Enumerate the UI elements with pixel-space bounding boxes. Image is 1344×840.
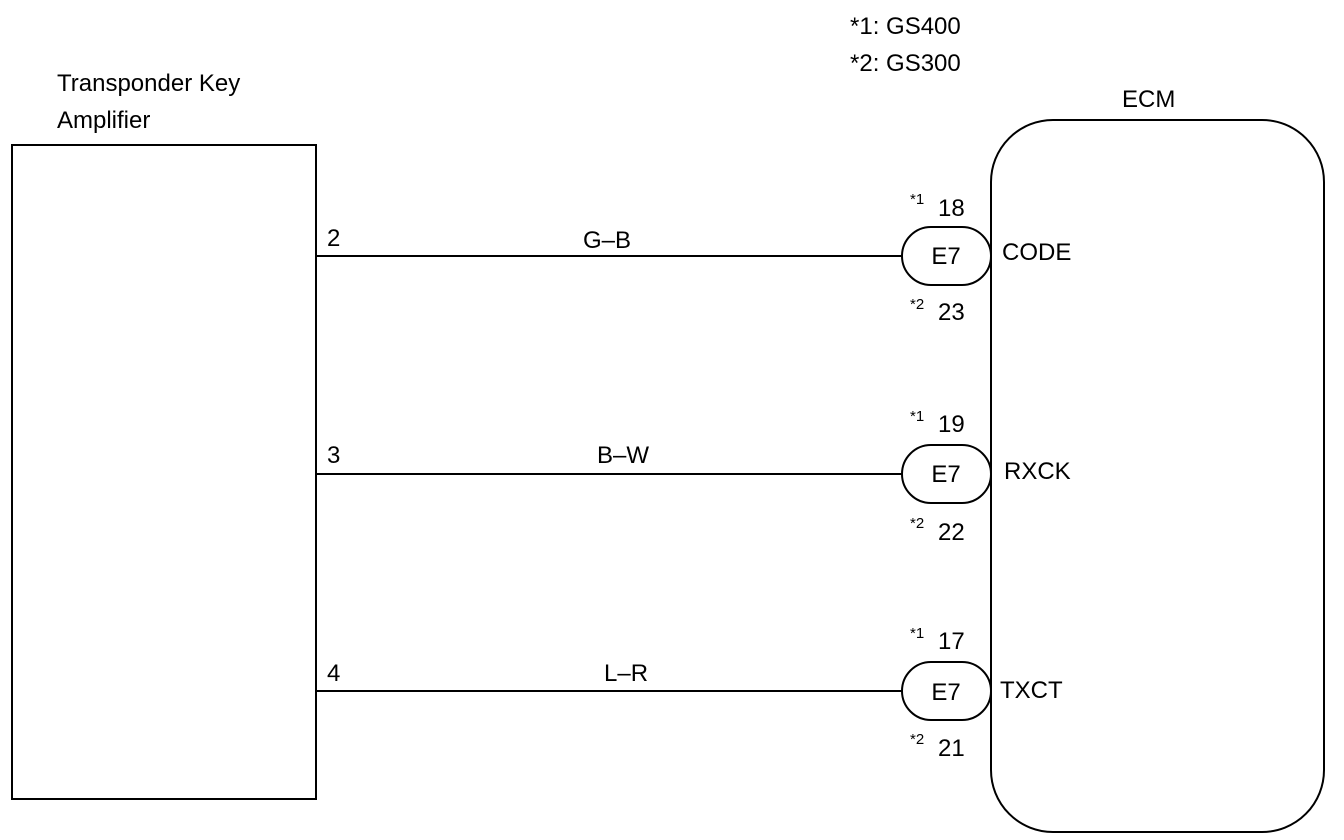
ecm-pin-gs400: 19: [938, 411, 965, 438]
variant-marker-gs400: *1: [910, 408, 924, 425]
amplifier-label-line1: Transponder Key: [57, 70, 240, 97]
variant-marker-gs300: *2: [910, 731, 924, 748]
wire-txct: 4 L–R E7 *1 17 *2 21 TXCT: [316, 625, 1063, 762]
amplifier-pin: 2: [327, 225, 340, 252]
wire-code: 2 G–B E7 *1 18 *2 23 CODE: [316, 191, 1071, 326]
amplifier-pin: 3: [327, 442, 340, 469]
connector-e7: [901, 661, 992, 721]
ecm-label: ECM: [1122, 86, 1175, 113]
legend-gs300: *2: GS300: [850, 50, 961, 77]
wire-color-code: L–R: [604, 660, 648, 687]
variant-marker-gs400: *1: [910, 191, 924, 208]
ecm-terminal-code: CODE: [1002, 239, 1071, 266]
variant-marker-gs300: *2: [910, 296, 924, 313]
amplifier-box: [11, 144, 317, 800]
wire-rxck: 3 B–W E7 *1 19 *2 22 RXCK: [316, 408, 1071, 546]
variant-marker-gs300: *2: [910, 515, 924, 532]
amplifier-pin: 4: [327, 660, 340, 687]
ecm-terminal-rxck: RXCK: [1004, 458, 1071, 485]
ecm-terminal-txct: TXCT: [1000, 677, 1063, 704]
wire-color-code: B–W: [597, 442, 649, 469]
ecm-pin-gs400: 18: [938, 195, 965, 222]
amplifier-label-line2: Amplifier: [57, 107, 150, 134]
ecm-pin-gs300: 21: [938, 735, 965, 762]
connector-e7: [901, 226, 992, 286]
connector-label: E7: [931, 679, 960, 706]
legend-gs400: *1: GS400: [850, 13, 961, 40]
connector-label: E7: [931, 243, 960, 270]
connector-e7: [901, 444, 992, 504]
ecm-pin-gs300: 23: [938, 299, 965, 326]
ecm-pin-gs400: 17: [938, 628, 965, 655]
variant-marker-gs400: *1: [910, 625, 924, 642]
ecm-pin-gs300: 22: [938, 519, 965, 546]
connector-label: E7: [931, 461, 960, 488]
wire-color-code: G–B: [583, 227, 631, 254]
